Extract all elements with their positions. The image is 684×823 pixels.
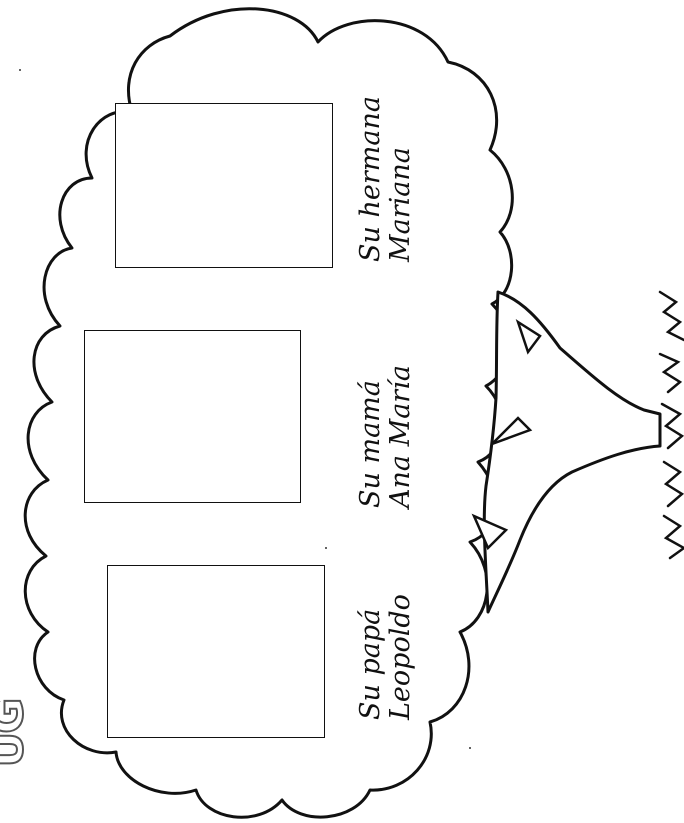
caption-papa: Su papá Leopoldo bbox=[355, 594, 416, 720]
grass-tufts-icon bbox=[658, 290, 684, 560]
branch-notch bbox=[491, 416, 533, 446]
branch-notch bbox=[515, 319, 542, 355]
paper-speck bbox=[325, 547, 327, 549]
photo-box-hermana bbox=[115, 103, 333, 268]
caption-papa-name: Leopoldo bbox=[385, 594, 416, 720]
paper-speck bbox=[19, 69, 21, 71]
caption-hermana-name: Mariana bbox=[385, 147, 416, 262]
paper-speck bbox=[469, 747, 471, 749]
tree-trunk-icon bbox=[482, 290, 662, 614]
caption-mama-name: Ana María bbox=[385, 365, 416, 508]
photo-box-mama bbox=[84, 330, 301, 503]
caption-mama: Su mamá Ana María bbox=[355, 365, 416, 508]
corner-lettering: UG bbox=[0, 699, 34, 769]
caption-papa-relation: Su papá bbox=[355, 608, 386, 720]
photo-box-papa bbox=[107, 565, 325, 738]
caption-mama-relation: Su mamá bbox=[355, 380, 386, 508]
caption-hermana: Su hermana Mariana bbox=[355, 96, 416, 262]
branch-notch bbox=[471, 513, 509, 551]
caption-hermana-relation: Su hermana bbox=[355, 96, 386, 262]
